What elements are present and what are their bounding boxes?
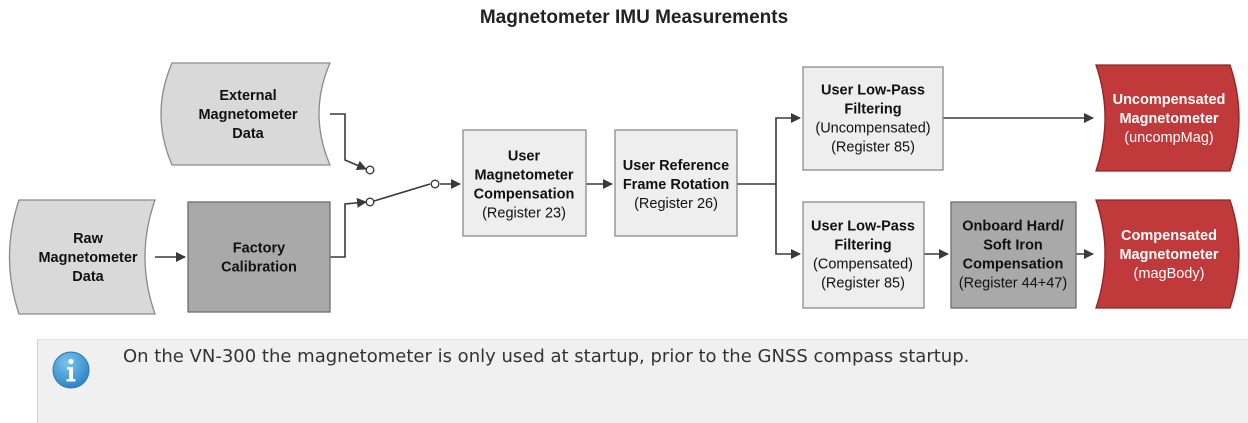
hsi-label-line: Onboard Hard/ bbox=[962, 219, 1064, 235]
lowpass-uncomp-box bbox=[802, 66, 944, 171]
switch-blade bbox=[373, 183, 431, 202]
frame-rot-label-line: (Register 26) bbox=[634, 196, 718, 212]
lp-uncomp-label-line: User Low-Pass bbox=[821, 83, 925, 99]
raw-label-line: Data bbox=[72, 269, 104, 285]
out-uncomp-label-line: Magnetometer bbox=[1119, 111, 1218, 127]
lp-uncomp-label-line: (Register 85) bbox=[831, 140, 915, 156]
factory-label-line: Factory bbox=[233, 241, 285, 257]
frame-rot-label-line: User Reference bbox=[623, 158, 729, 174]
out-uncomp-label-line: (uncompMag) bbox=[1124, 130, 1213, 146]
out-comp-label-line: (magBody) bbox=[1134, 266, 1205, 282]
info-icon bbox=[52, 351, 90, 389]
lp-comp-label-line: (Compensated) bbox=[813, 257, 913, 273]
connector-factory-to-switch bbox=[330, 197, 367, 258]
raw-label-line: Magnetometer bbox=[38, 250, 137, 266]
frame-rotation-box bbox=[614, 129, 738, 237]
switch-contact-top bbox=[365, 165, 375, 175]
frame-rot-label-line: Frame Rotation bbox=[623, 177, 729, 193]
out-comp-label-line: Magnetometer bbox=[1119, 247, 1218, 263]
raw-label-line: Raw bbox=[73, 231, 104, 247]
info-note-panel bbox=[37, 339, 1248, 423]
output-comp-shape bbox=[1095, 199, 1240, 309]
hsi-label-line: Soft Iron bbox=[983, 238, 1043, 254]
external-data-shape bbox=[160, 62, 331, 166]
lp-uncomp-label-line: Filtering bbox=[844, 102, 901, 118]
raw-data-shape bbox=[8, 199, 156, 315]
connector-external-to-switch bbox=[330, 113, 367, 171]
lp-comp-label-line: User Low-Pass bbox=[811, 219, 915, 235]
factory-calibration-box bbox=[187, 201, 331, 313]
external-label-line: Data bbox=[232, 126, 264, 142]
lp-comp-label-line: (Register 85) bbox=[821, 276, 905, 292]
external-label-line: Magnetometer bbox=[198, 107, 297, 123]
lp-comp-label-line: Filtering bbox=[834, 238, 891, 254]
diagram-title: Magnetometer IMU Measurements bbox=[480, 7, 788, 28]
lp-uncomp-label-line: (Uncompensated) bbox=[815, 121, 930, 137]
selector-switch bbox=[365, 165, 440, 207]
hsi-label-line: Compensation bbox=[963, 257, 1064, 273]
connector-split-to-lp-uncomp bbox=[775, 113, 801, 184]
user-comp-label-line: (Register 23) bbox=[482, 206, 566, 222]
out-uncomp-label-line: Uncompensated bbox=[1113, 92, 1226, 108]
user-comp-label-line: User bbox=[508, 149, 541, 165]
factory-label-line: Calibration bbox=[221, 260, 297, 276]
user-comp-box bbox=[462, 129, 587, 237]
info-note-text: On the VN-300 the magnetometer is only u… bbox=[123, 346, 970, 367]
user-comp-label-line: Magnetometer bbox=[474, 168, 573, 184]
external-label-line: External bbox=[219, 88, 276, 104]
switch-contact-output bbox=[430, 179, 440, 189]
user-comp-label-line: Compensation bbox=[474, 187, 575, 203]
switch-contact-bottom bbox=[365, 197, 375, 207]
connector-split-to-lp-comp bbox=[775, 184, 801, 259]
out-comp-label-line: Compensated bbox=[1121, 228, 1217, 244]
hsi-label-line: (Register 44+47) bbox=[959, 276, 1067, 292]
connectors bbox=[155, 113, 1094, 262]
hard-soft-iron-box bbox=[950, 201, 1077, 309]
lowpass-comp-box bbox=[802, 201, 925, 309]
output-uncomp-shape bbox=[1095, 64, 1240, 172]
